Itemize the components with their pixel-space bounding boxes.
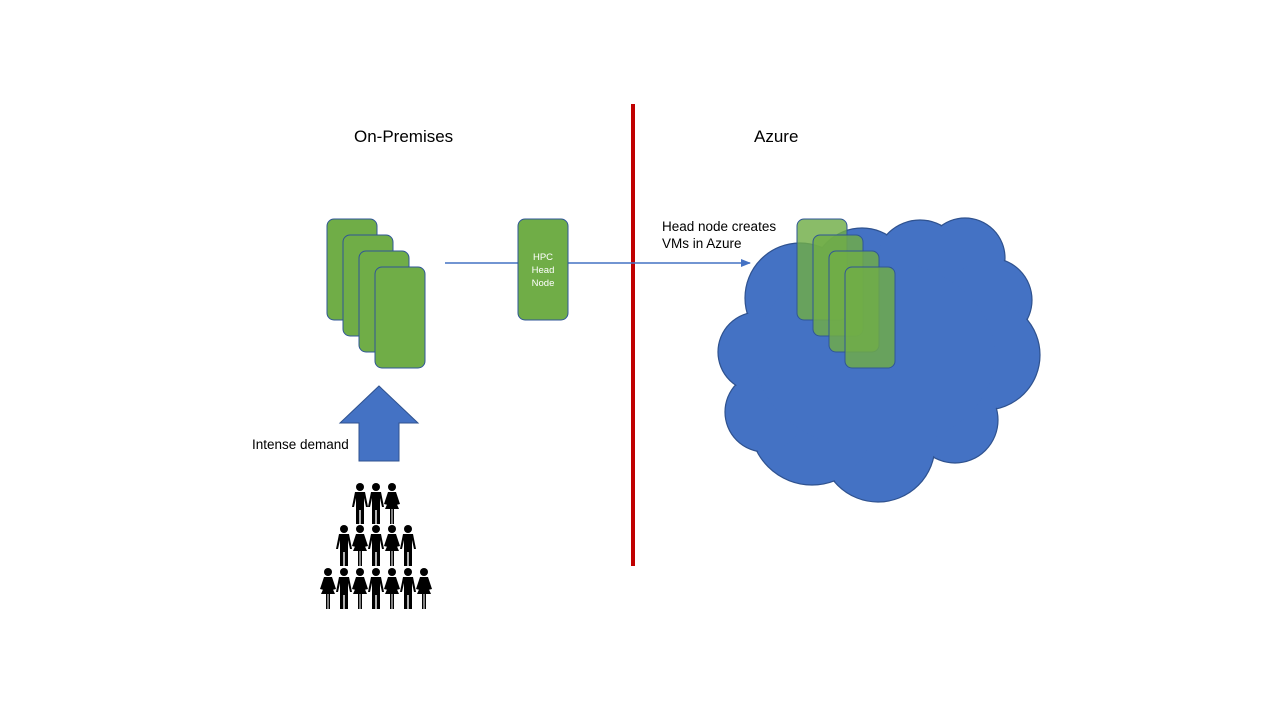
people-crowd-icon	[320, 483, 432, 609]
person-icon	[400, 568, 416, 609]
person-icon	[352, 483, 368, 524]
person-icon	[400, 525, 416, 566]
azure-vm	[844, 266, 896, 369]
person-icon	[336, 525, 352, 566]
hpc-label-line2: Head	[531, 265, 555, 276]
person-icon	[384, 525, 400, 566]
hpc-head-node-label: HPC Head Node	[518, 251, 568, 290]
person-icon	[416, 568, 432, 609]
person-icon	[320, 568, 336, 609]
up-arrow-icon	[338, 385, 420, 462]
person-icon	[384, 483, 400, 524]
head-node-caption: Head node creates VMs in Azure	[662, 218, 776, 252]
person-icon	[352, 525, 368, 566]
person-icon	[352, 568, 368, 609]
azure-vm-stack-icon	[796, 218, 896, 369]
hpc-head-node-icon	[517, 218, 569, 321]
intense-demand-label: Intense demand	[252, 437, 349, 452]
azure-title: Azure	[754, 127, 799, 146]
head-node-caption-line2: VMs in Azure	[662, 236, 742, 251]
hpc-label-line3: Node	[531, 278, 555, 289]
person-icon	[384, 568, 400, 609]
hpc-label-line1: HPC	[532, 252, 554, 263]
person-icon	[368, 568, 384, 609]
on-prem-server	[374, 266, 426, 369]
server-stack-icon	[326, 218, 426, 369]
head-node-caption-line1: Head node creates	[662, 219, 777, 234]
person-icon	[368, 483, 384, 524]
person-icon	[368, 525, 384, 566]
cloud-interior	[719, 219, 1039, 501]
on-premises-title: On-Premises	[354, 127, 454, 146]
person-icon	[336, 568, 352, 609]
